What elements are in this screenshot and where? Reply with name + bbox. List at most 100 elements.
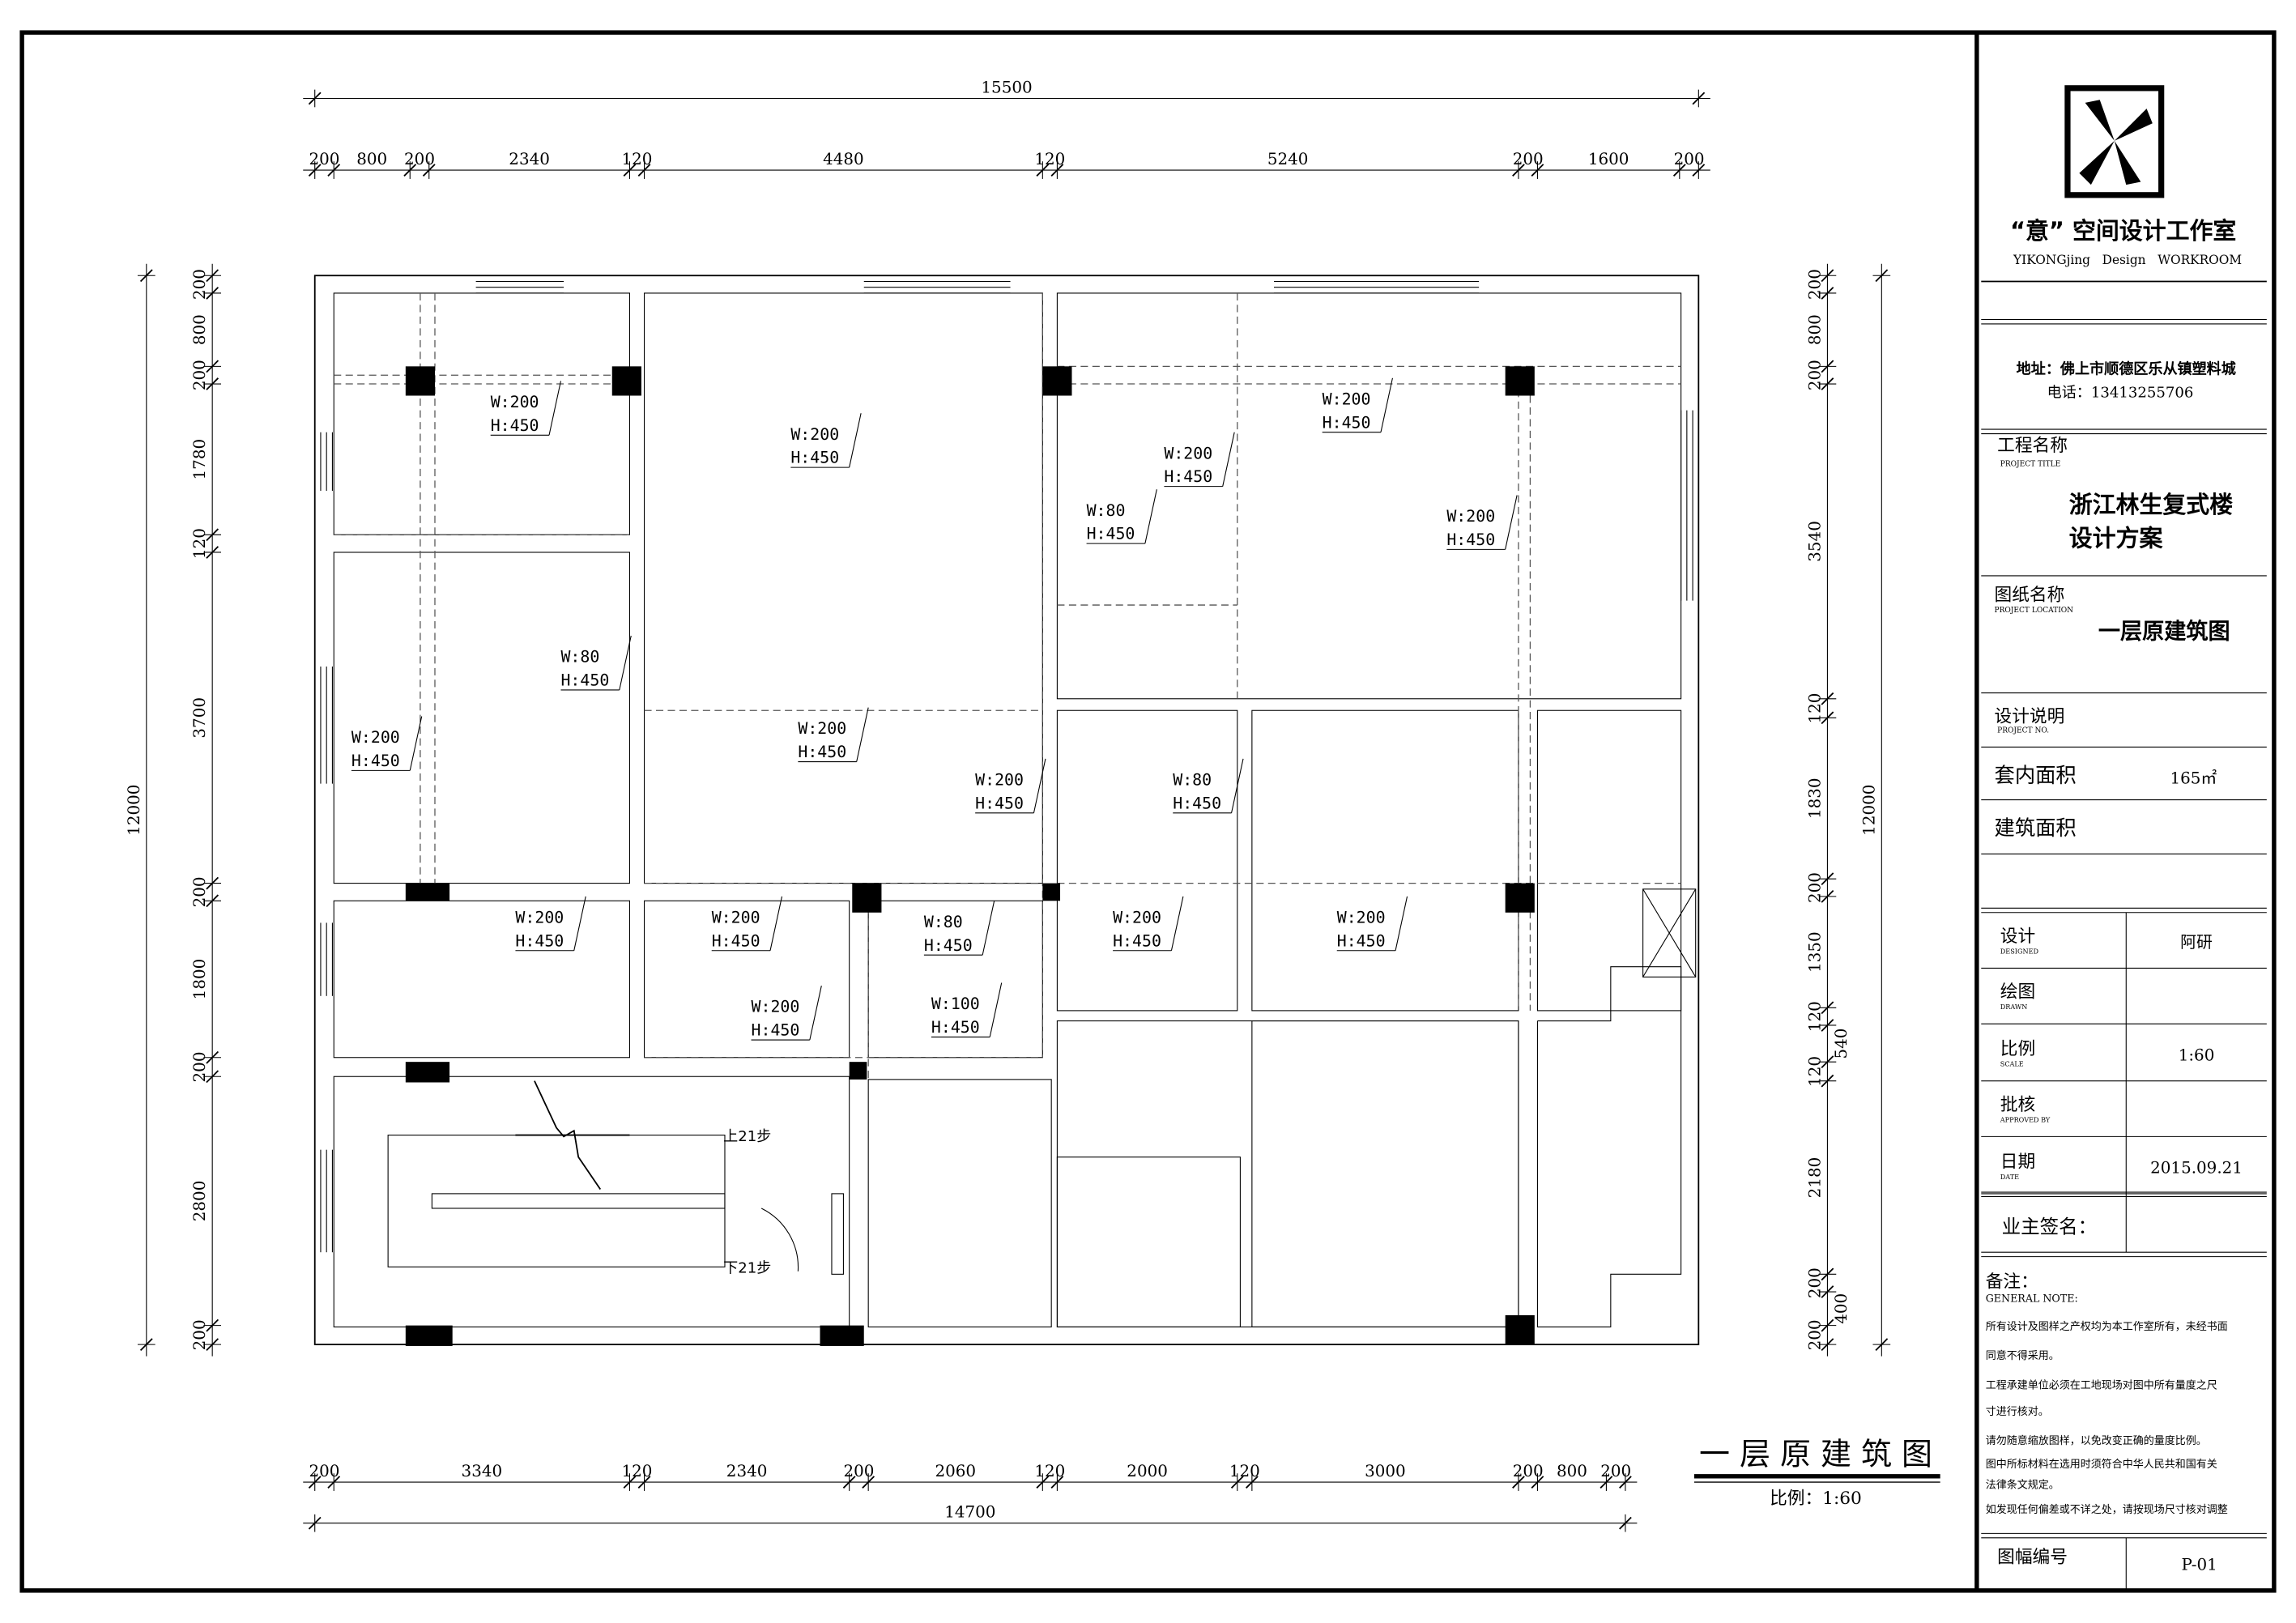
dimension-label: 200 xyxy=(404,150,435,168)
note-line: 法律条文规定。 xyxy=(1986,1478,2060,1491)
column xyxy=(405,1062,450,1083)
dimension-label: 120 xyxy=(1805,1056,1824,1087)
dimension-label: 3340 xyxy=(462,1462,503,1480)
beam-label: W:80H:450 xyxy=(560,635,632,691)
beam-label: W:80H:450 xyxy=(1173,758,1244,814)
column xyxy=(1042,883,1061,901)
beam-width: W:200 xyxy=(1446,507,1495,526)
staircase[interactable]: 上21步 下21步 xyxy=(387,1080,844,1277)
note-line: 寸进行核对。 xyxy=(1986,1406,2049,1418)
room xyxy=(1056,292,1682,700)
note-line: 如发现任何偏差或不详之处，请按现场尺寸核对调整 xyxy=(1986,1503,2228,1516)
dimension-label: 200 xyxy=(309,1462,340,1480)
dimension-label: 120 xyxy=(1805,693,1824,724)
column xyxy=(611,366,641,396)
beam-width: W:200 xyxy=(515,908,564,927)
drawn-label-en: DRAWN xyxy=(2000,1003,2028,1011)
window xyxy=(314,1149,333,1253)
dimension-label: 2800 xyxy=(190,1181,209,1222)
beam-width: W:200 xyxy=(798,719,846,738)
dimension-label: 1830 xyxy=(1805,777,1824,819)
beam-height: H:450 xyxy=(924,936,973,955)
beam-width: W:200 xyxy=(1337,908,1386,927)
dimension-label: 200 xyxy=(1805,1267,1824,1298)
beam-width: W:80 xyxy=(924,913,963,931)
column xyxy=(405,1325,453,1346)
note-line: 同意不得采用。 xyxy=(1986,1349,2060,1362)
drawn-label: 绘图 xyxy=(2000,982,2035,1003)
note-line: 图中所标材料在选用时须符合中华人民共和国有关 xyxy=(1986,1458,2217,1471)
dimension-label: 200 xyxy=(190,360,209,390)
column xyxy=(852,883,882,913)
beam-width: W:200 xyxy=(1113,908,1161,927)
dimension-label: 3540 xyxy=(1805,521,1824,562)
room xyxy=(1536,966,1682,1327)
column xyxy=(1505,1314,1535,1345)
dimension-label: 2340 xyxy=(726,1462,768,1480)
dimension-label: 200 xyxy=(1674,150,1705,168)
dimension-chain: 12000 xyxy=(125,263,155,1357)
studio-name-en: YIKONGjing Design WORKROOM xyxy=(2013,253,2242,267)
notes-label: 备注： xyxy=(1986,1272,2038,1293)
date-label-en: DATE xyxy=(2000,1173,2019,1181)
dimension-label: 12000 xyxy=(125,785,143,836)
owner-sign-label: 业主签名： xyxy=(2002,1216,2098,1238)
beam-labels: W:200H:450W:80H:450W:200H:450W:200H:450W… xyxy=(351,377,1518,1041)
project-title-label-en: PROJECT TITLE xyxy=(2000,460,2061,468)
beam-width: W:200 xyxy=(491,393,539,411)
plan-scale: 比例：1:60 xyxy=(1770,1489,1862,1509)
studio-name: “意” 空间设计工作室 xyxy=(2010,217,2236,245)
column xyxy=(405,366,435,396)
design-notes-label-en: PROJECT NO. xyxy=(1997,726,2049,735)
floor-plan: W:200H:450W:80H:450W:200H:450W:200H:450W… xyxy=(313,275,1700,1346)
beam-height: H:450 xyxy=(560,671,609,690)
dimension-label: 200 xyxy=(1805,1319,1824,1350)
beam-height: H:450 xyxy=(752,1021,800,1040)
dimension-label: 800 xyxy=(1557,1462,1587,1480)
column xyxy=(820,1325,864,1346)
dimension-label: 200 xyxy=(190,876,209,907)
dimension-label: 200 xyxy=(1513,1462,1544,1480)
beam-height: H:450 xyxy=(790,449,839,467)
dimension-label: 15500 xyxy=(981,78,1032,96)
dimension-label: 200 xyxy=(1805,269,1824,300)
drawing-name-label: 图纸名称 xyxy=(1995,586,2065,606)
dimension-chain: 2008002003540120183020013501205401202180… xyxy=(1805,263,1851,1357)
column xyxy=(1505,366,1535,396)
dimension-label: 12000 xyxy=(1859,785,1878,836)
beam-height: H:450 xyxy=(1164,467,1212,486)
room xyxy=(1056,1157,1241,1327)
beam-width: W:200 xyxy=(351,728,400,747)
dimension-label: 800 xyxy=(1805,314,1824,345)
window xyxy=(863,275,1011,294)
project-title-label: 工程名称 xyxy=(1997,436,2068,456)
sheet-border xyxy=(19,30,2277,1593)
dimension-label: 200 xyxy=(1513,150,1544,168)
room xyxy=(1056,1020,1519,1327)
dimension-label: 800 xyxy=(356,150,387,168)
dimension-label: 3700 xyxy=(190,697,209,739)
dimension-label: 120 xyxy=(622,150,653,168)
dimension-chain: 12000 xyxy=(1859,263,1891,1357)
stair-up-label: 上21步 xyxy=(723,1128,771,1145)
notes-label-en: GENERAL NOTE: xyxy=(1986,1293,2078,1305)
scale-label: 比例 xyxy=(2000,1039,2035,1059)
design-notes-label: 设计说明 xyxy=(1995,707,2065,727)
note-line: 工程承建单位必须在工地现场对图中所有量度之尺 xyxy=(1986,1378,2217,1391)
dimension-label: 120 xyxy=(1805,1001,1824,1032)
project-title-line2: 设计方案 xyxy=(2069,525,2164,552)
dimension-label: 200 xyxy=(1805,872,1824,903)
dimension-label: 120 xyxy=(190,528,209,559)
date-label: 日期 xyxy=(2000,1152,2035,1172)
dimension-label: 200 xyxy=(1805,360,1824,390)
beam-width: W:200 xyxy=(790,425,839,444)
beam-width: W:80 xyxy=(560,648,599,667)
beam-height: H:450 xyxy=(515,931,564,950)
beam-height: H:450 xyxy=(491,416,539,435)
